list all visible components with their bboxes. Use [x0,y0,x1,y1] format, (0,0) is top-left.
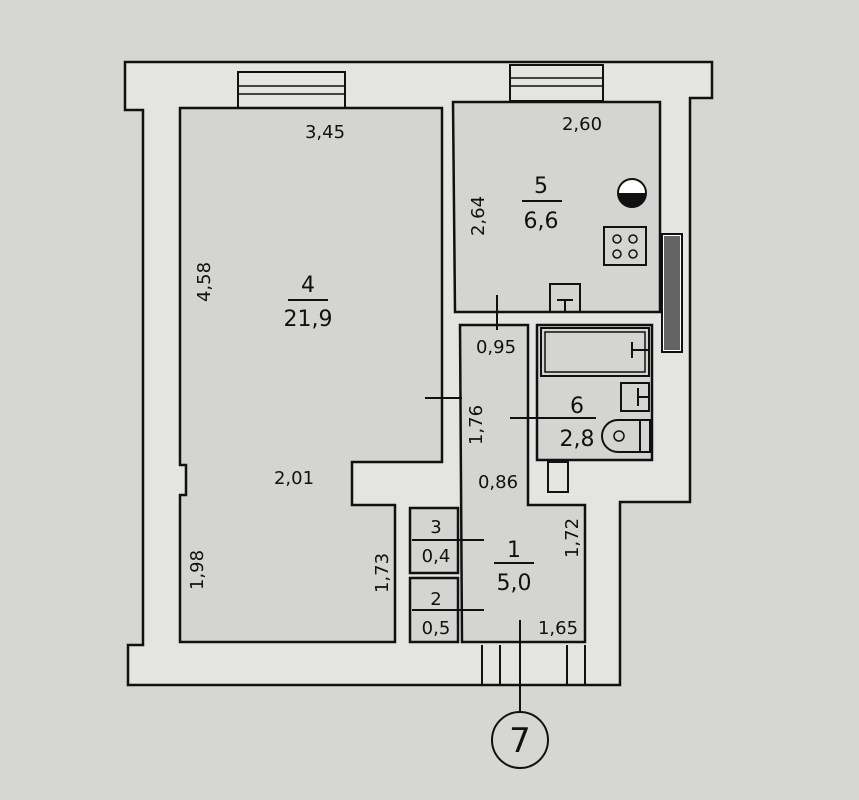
bathtub-icon [540,327,650,377]
sink-icon [549,283,581,313]
room-5-number: 5 [534,174,548,199]
entrance-door [481,645,586,685]
dim-corridor-top: 0,95 [476,337,516,358]
room-5-area: 6,6 [524,209,559,234]
dim-r5-top: 2,60 [562,114,602,135]
boiler-icon [617,178,647,208]
window-room-5 [509,64,604,102]
room-2-area: 0,5 [422,618,451,639]
toilet-icon [601,419,651,453]
room-4 [178,106,444,644]
apartment-number: 7 [509,721,531,761]
washbasin-icon [620,382,650,412]
dim-r4-left-lower: 1,98 [187,550,208,590]
room-1-hall [458,323,587,644]
dim-hall-bottom: 1,65 [538,618,578,639]
shelf-icon [547,461,569,493]
room-1-area: 5,0 [497,571,532,596]
dim-r4-right-lower: 1,73 [372,553,393,593]
room-4-area: 21,9 [284,307,333,332]
room-6-number: 6 [570,394,584,419]
dim-r5-left: 2,64 [468,196,489,236]
room-3-number: 3 [430,517,441,538]
window-room-4 [237,71,346,109]
room-1-number: 1 [507,538,521,563]
dim-corridor-side: 1,76 [466,405,487,445]
room-2-number: 2 [430,589,441,610]
room-5 [451,100,662,314]
dim-hall-right: 1,72 [562,518,583,558]
dim-r4-left-upper: 4,58 [194,262,215,302]
apartment-marker [491,711,549,769]
room-4-number: 4 [301,273,315,298]
dim-corridor-mid: 0,86 [478,472,518,493]
room-6-bathroom [535,323,654,462]
stove-icon [603,226,647,266]
dim-r4-top: 3,45 [305,122,345,143]
door-marks [412,295,596,712]
dim-r4-mid: 2,01 [274,468,314,489]
radiator-icon [661,233,683,353]
room-6-area: 2,8 [560,427,595,452]
room-3-area: 0,4 [422,546,451,567]
